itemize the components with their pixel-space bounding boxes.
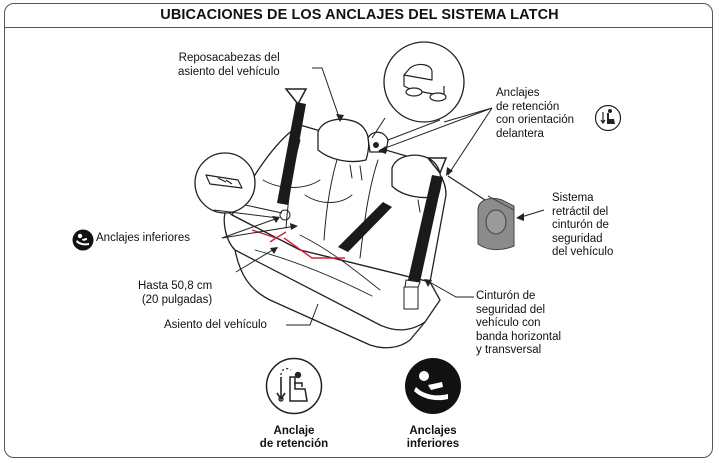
label-lap-shoulder-belt: Cinturón de seguridad del vehículo con b… bbox=[476, 290, 562, 356]
label-retractor: Sistema retráctil del cinturón de seguri… bbox=[552, 192, 614, 258]
title-divider bbox=[4, 27, 713, 28]
legend-lower-icon bbox=[405, 358, 461, 414]
legend-tether-caption: Anclaje de retención bbox=[259, 425, 329, 450]
belt-left-shoulder bbox=[277, 102, 306, 205]
label-tether-anchors: Anclajes de retención con orientación de… bbox=[496, 87, 574, 140]
label-lower-anchors: Anclajes inferiores bbox=[96, 232, 190, 244]
legend-lower-caption: Anclajes inferiores bbox=[406, 425, 460, 450]
belt-center-lap bbox=[338, 202, 392, 252]
leader-lines bbox=[221, 67, 545, 326]
label-distance: Hasta 50,8 cm (20 pulgadas) bbox=[138, 280, 213, 306]
seat-belts bbox=[277, 88, 506, 310]
magnifier-tether-detail bbox=[383, 41, 465, 123]
diagram-title: UBICACIONES DE LOS ANCLAJES DEL SISTEMA … bbox=[160, 7, 559, 23]
headrest-right bbox=[391, 154, 442, 199]
belt-retractor bbox=[477, 195, 515, 251]
tether-anchor-icon bbox=[594, 104, 622, 132]
label-headrest: Reposacabezas del asiento del vehículo bbox=[178, 52, 280, 78]
legend-tether-icon bbox=[265, 357, 323, 415]
distance-indicator bbox=[251, 229, 345, 259]
belt-right-shoulder bbox=[408, 175, 443, 282]
label-seat: Asiento del vehículo bbox=[164, 319, 267, 331]
seat-cushion bbox=[223, 209, 441, 331]
headrest-center bbox=[317, 118, 370, 163]
lower-anchors-icon bbox=[72, 229, 94, 251]
